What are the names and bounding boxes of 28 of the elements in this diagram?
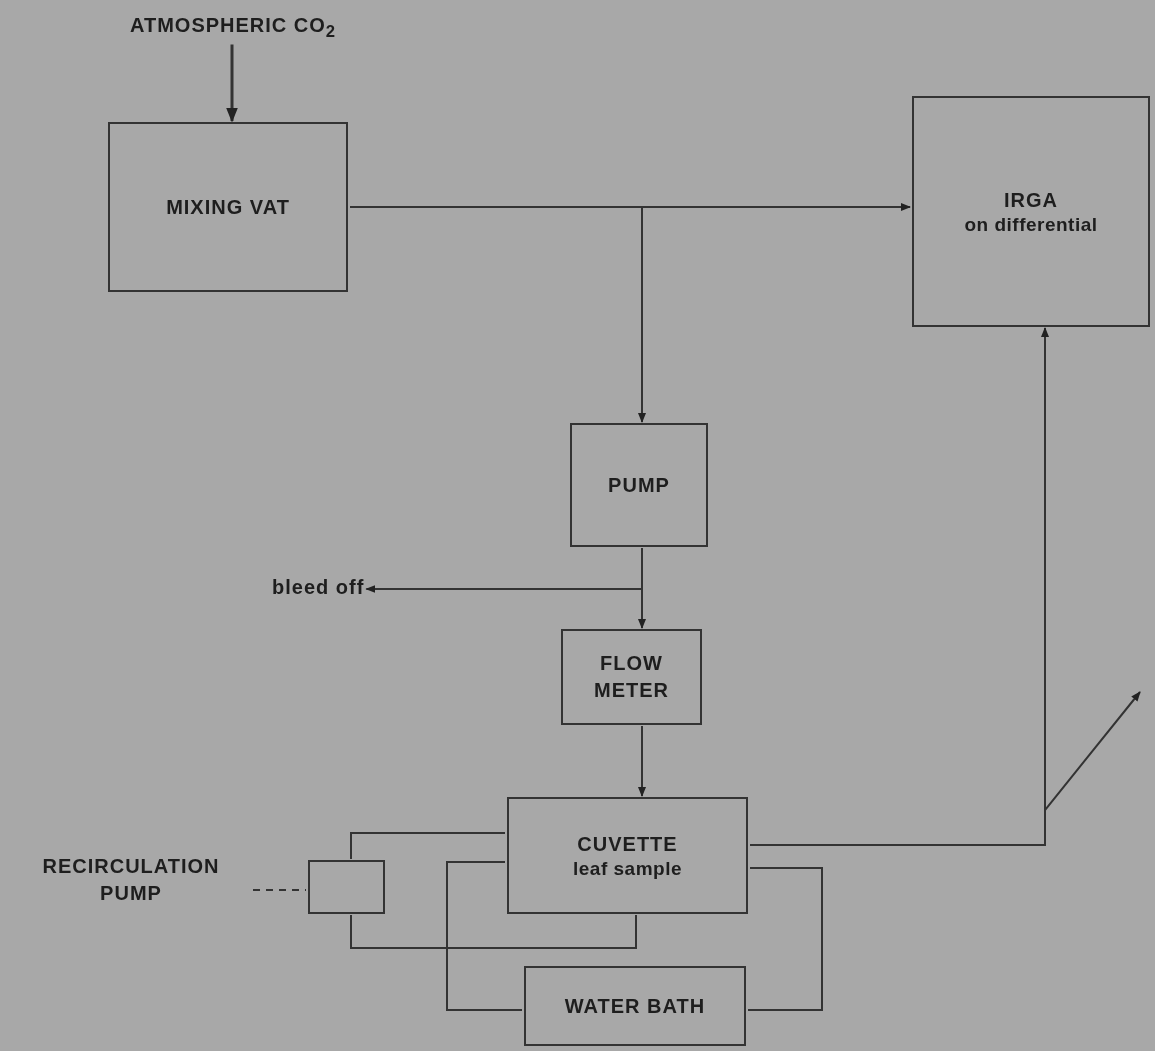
process-box <box>570 423 708 547</box>
node-label: bleed off <box>272 575 365 600</box>
process-box <box>108 122 348 292</box>
pipe-line <box>350 832 506 860</box>
box-title: CUVETTE <box>577 832 678 857</box>
box-title: PUMP <box>608 472 670 498</box>
arrow <box>349 206 646 423</box>
box-title: MIXING VAT <box>166 194 290 220</box>
pump-box <box>308 860 385 914</box>
arrow <box>365 547 643 593</box>
process-box <box>912 96 1150 327</box>
box-title: WATER BATH <box>564 993 706 1019</box>
process-box <box>561 629 702 725</box>
arrow <box>638 725 646 797</box>
box-title: FLOW METER <box>593 651 670 703</box>
box-title: IRGA <box>1004 188 1058 213</box>
box-subtitle: leaf sample <box>573 858 682 880</box>
node-label: RECIRCULATION PUMP <box>41 854 221 906</box>
process-box <box>524 966 746 1046</box>
pipe-line <box>747 867 823 1011</box>
box-subtitle: on differential <box>964 214 1098 236</box>
pipe-line <box>350 914 637 949</box>
arrow <box>749 691 1141 846</box>
dashed-line <box>252 889 307 891</box>
process-box <box>507 797 748 914</box>
node-label: ATMOSPHERIC CO$_{2}$ <box>130 13 337 43</box>
pipe-line <box>446 861 523 1011</box>
arrow <box>226 44 238 123</box>
